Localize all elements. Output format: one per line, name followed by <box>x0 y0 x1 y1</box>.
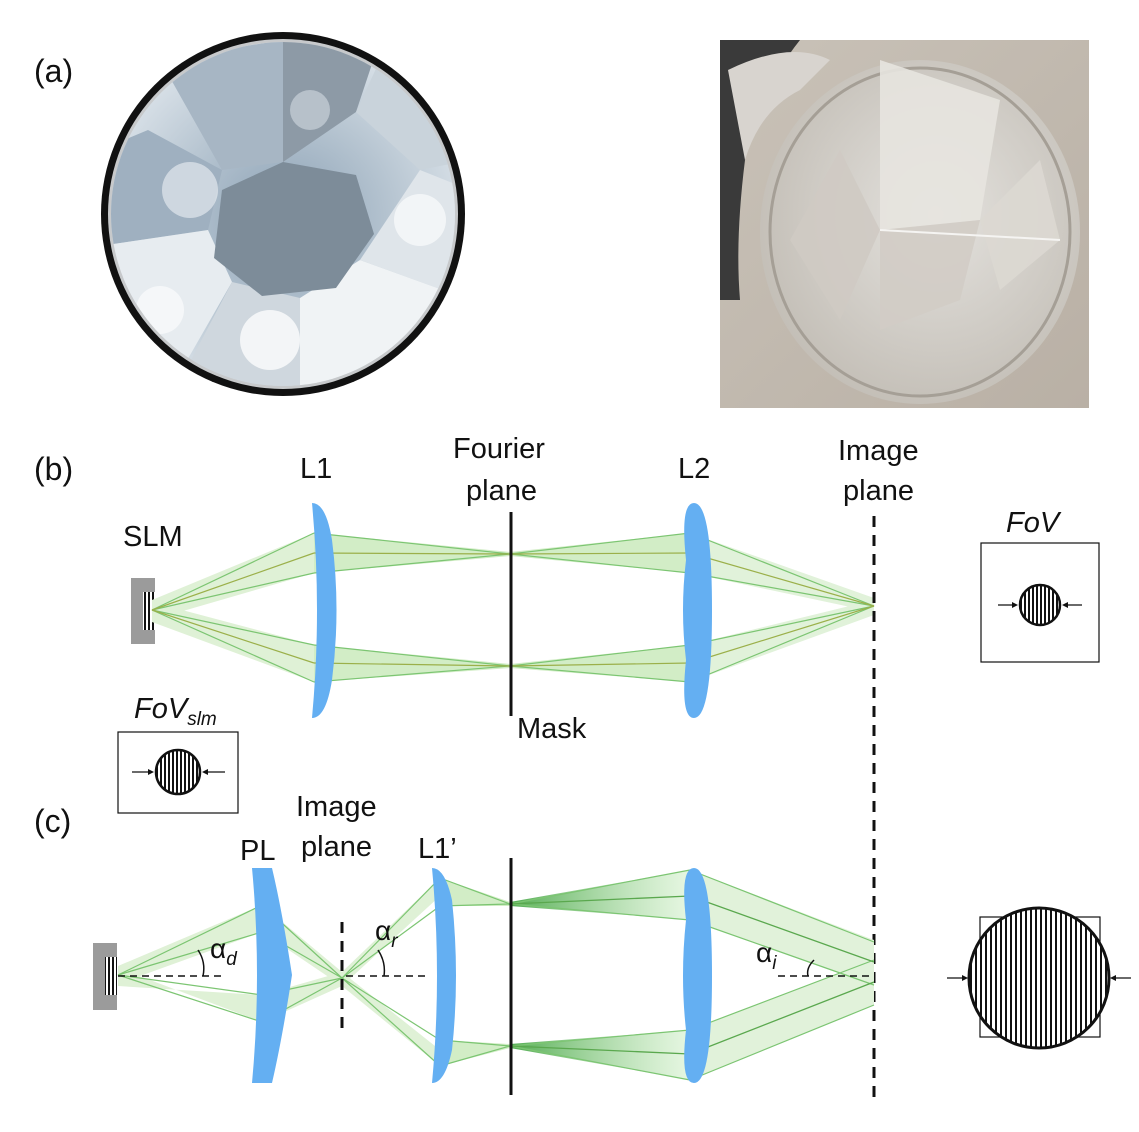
multifaceted-prism-photo-right <box>720 40 1089 408</box>
fourier-plane-label-1: Fourier <box>453 433 545 465</box>
intermediate-image-label-2: plane <box>301 831 372 863</box>
fov-inset <box>980 542 1100 663</box>
lens-pl <box>252 868 292 1083</box>
mask-label: Mask <box>517 713 587 745</box>
slm-device-c <box>93 943 117 1010</box>
panel-a-label: (a) <box>34 53 73 89</box>
slm-device-b <box>131 578 155 644</box>
lens-l1 <box>312 503 337 718</box>
lens-l2 <box>683 503 712 718</box>
l1prime-label: L1’ <box>418 833 457 865</box>
fov-label: FoV <box>1006 507 1062 539</box>
lens-l2-c <box>683 868 712 1083</box>
multifaceted-prism-photo-left <box>101 32 465 396</box>
panel-b-label: (b) <box>34 451 73 487</box>
alpha-r-label: αr <box>375 915 398 952</box>
alpha-d-arc <box>197 949 205 977</box>
alpha-i-label: αi <box>756 937 777 974</box>
slm-label: SLM <box>123 521 183 553</box>
pl-label: PL <box>240 835 275 867</box>
alpha-i-arc <box>806 959 815 977</box>
alpha-d-label: αd <box>210 933 238 970</box>
beam-paths-c <box>117 869 875 1081</box>
fov-slm-inset <box>117 731 239 814</box>
fourier-plane-label-2: plane <box>466 475 537 507</box>
lens-l1-prime <box>432 868 456 1083</box>
intermediate-image-label-1: Image <box>296 791 377 823</box>
alpha-r-arc <box>377 949 386 977</box>
fov-slm-label: FoVslm <box>134 693 217 730</box>
l2-label: L2 <box>678 453 710 485</box>
l1-label: L1 <box>300 453 332 485</box>
beam-paths-b <box>151 532 875 683</box>
panel-c-label: (c) <box>34 803 71 839</box>
fov-enlarged-inset <box>947 906 1131 1050</box>
image-plane-label-1: Image <box>838 435 919 467</box>
image-plane-label-2: plane <box>843 475 914 507</box>
